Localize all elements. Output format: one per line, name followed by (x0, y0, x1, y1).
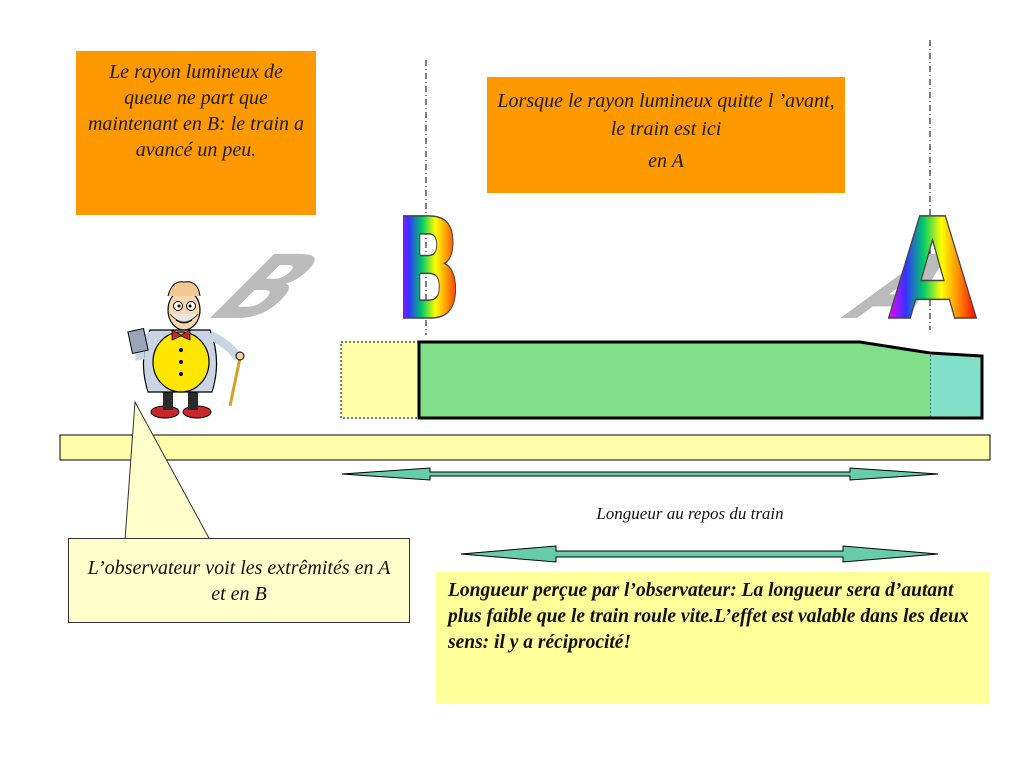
tail-light-note: Le rayon lumineux de queue ne part que m… (76, 51, 316, 215)
front-light-note: Lorsque le rayon lumineux quitte l ’avan… (487, 77, 845, 193)
rest-length-label: Longueur au repos du train (596, 504, 784, 523)
perceived-length-arrow (460, 545, 939, 563)
observer-figure (127, 281, 245, 419)
perceived-length-note: Longueur perçue par l’observateur: La lo… (436, 572, 989, 704)
letter-a-group: A A (819, 188, 989, 352)
train-ghost (340, 341, 420, 419)
observer-callout-tail (124, 400, 211, 541)
platform (59, 434, 991, 461)
train-outline (417, 340, 984, 420)
observer-note: L’observateur voit les extrêmités en A e… (68, 538, 410, 623)
train-body (419, 342, 930, 418)
front-light-note-line1: Lorsque le rayon lumineux quitte l ’avan… (497, 90, 835, 140)
letter-a: A (888, 189, 977, 352)
front-light-note-line2: en A (648, 150, 684, 172)
rest-length-arrow (341, 467, 939, 481)
letter-b: B (396, 189, 462, 351)
letter-b-shadow: B (181, 237, 350, 339)
